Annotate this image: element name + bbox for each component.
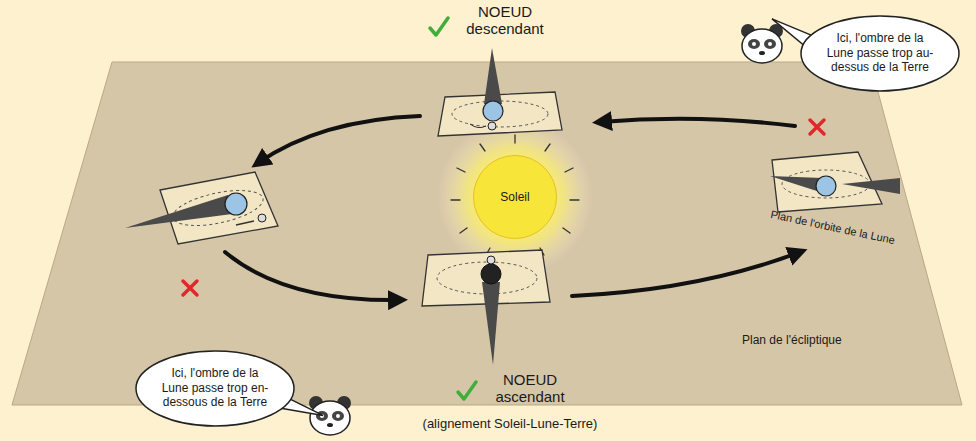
node-title: NOEUD descendant bbox=[455, 3, 555, 38]
bubble-text: Ici, l'ombre de la Lune passe trop en-de… bbox=[157, 366, 273, 409]
sun-glow bbox=[451, 135, 579, 255]
panda-face bbox=[748, 39, 760, 49]
moon-orbit-card bbox=[484, 48, 502, 104]
panda-face bbox=[768, 42, 772, 46]
sun-glow bbox=[565, 168, 573, 172]
success-check bbox=[430, 18, 476, 399]
panda-face bbox=[742, 29, 782, 63]
moon-orbit-card bbox=[452, 101, 548, 127]
fail-cross bbox=[810, 120, 824, 134]
sun-circle: Soleil bbox=[473, 155, 557, 239]
moon-orbit-card bbox=[422, 250, 550, 365]
panda-face bbox=[327, 423, 333, 427]
moon-orbit-card bbox=[125, 172, 278, 244]
bubble-ellipse bbox=[801, 16, 959, 91]
sun-glow bbox=[480, 144, 485, 151]
orbit-arrow bbox=[258, 116, 420, 163]
speech-bubble: Ici, l'ombre de la Lune passe trop en-de… bbox=[135, 350, 295, 427]
sun-glow bbox=[545, 144, 550, 151]
moon-orbit-card bbox=[770, 152, 900, 212]
node-note: (alignement Soleil-Lune-Terre) bbox=[390, 417, 630, 432]
bubble-text: Ici, l'ombre de la Lune passe trop au-de… bbox=[822, 31, 938, 74]
moon-orbit-card bbox=[770, 176, 822, 192]
ecliptic-plane bbox=[12, 62, 962, 405]
sun-glow bbox=[457, 168, 465, 172]
moon-orbit-card bbox=[816, 176, 836, 196]
moon-orbit-card bbox=[470, 124, 486, 128]
panda-face bbox=[309, 396, 351, 435]
speech-bubble: Ici, l'ombre de la Lune passe trop au-de… bbox=[800, 15, 960, 92]
moon-orbit-card bbox=[438, 48, 562, 136]
panda-face bbox=[310, 401, 350, 435]
moon-orbit-card bbox=[488, 122, 496, 130]
moon-orbit-card bbox=[125, 195, 232, 228]
sun-glow bbox=[570, 199, 579, 200]
plane-label: Plan de l'écliptique bbox=[742, 334, 842, 348]
moon-orbit-card bbox=[225, 193, 247, 215]
sun-glow bbox=[460, 228, 467, 233]
moon-orbit-card bbox=[236, 221, 254, 225]
moon-orbit-card bbox=[258, 214, 266, 222]
panda-face bbox=[759, 51, 765, 55]
bubble-ellipse bbox=[136, 351, 294, 426]
panda-face bbox=[336, 414, 340, 418]
success-check bbox=[458, 382, 476, 399]
moon-orbit-card bbox=[487, 256, 495, 264]
moon-orbit-card bbox=[482, 282, 500, 365]
orbit-arrow bbox=[225, 252, 400, 300]
fail-cross bbox=[183, 120, 824, 295]
orbit-arrow bbox=[600, 119, 795, 126]
moon-orbit-card bbox=[481, 264, 501, 284]
sun-glow bbox=[563, 228, 570, 233]
panda-face bbox=[332, 411, 344, 421]
node-title: NOEUD ascendant bbox=[480, 371, 580, 406]
sun-label: Soleil bbox=[500, 190, 529, 204]
success-check bbox=[430, 18, 448, 35]
orbit-arrow bbox=[572, 252, 800, 296]
fail-cross bbox=[183, 281, 197, 295]
moon-orbit-card bbox=[842, 178, 900, 194]
ecliptic-plane bbox=[12, 62, 962, 405]
panda-face bbox=[764, 39, 776, 49]
sun-glow bbox=[514, 135, 515, 143]
sun-glow bbox=[451, 199, 460, 200]
panda-face bbox=[752, 42, 756, 46]
moon-orbit-card bbox=[483, 101, 503, 121]
panda-face bbox=[741, 24, 783, 63]
